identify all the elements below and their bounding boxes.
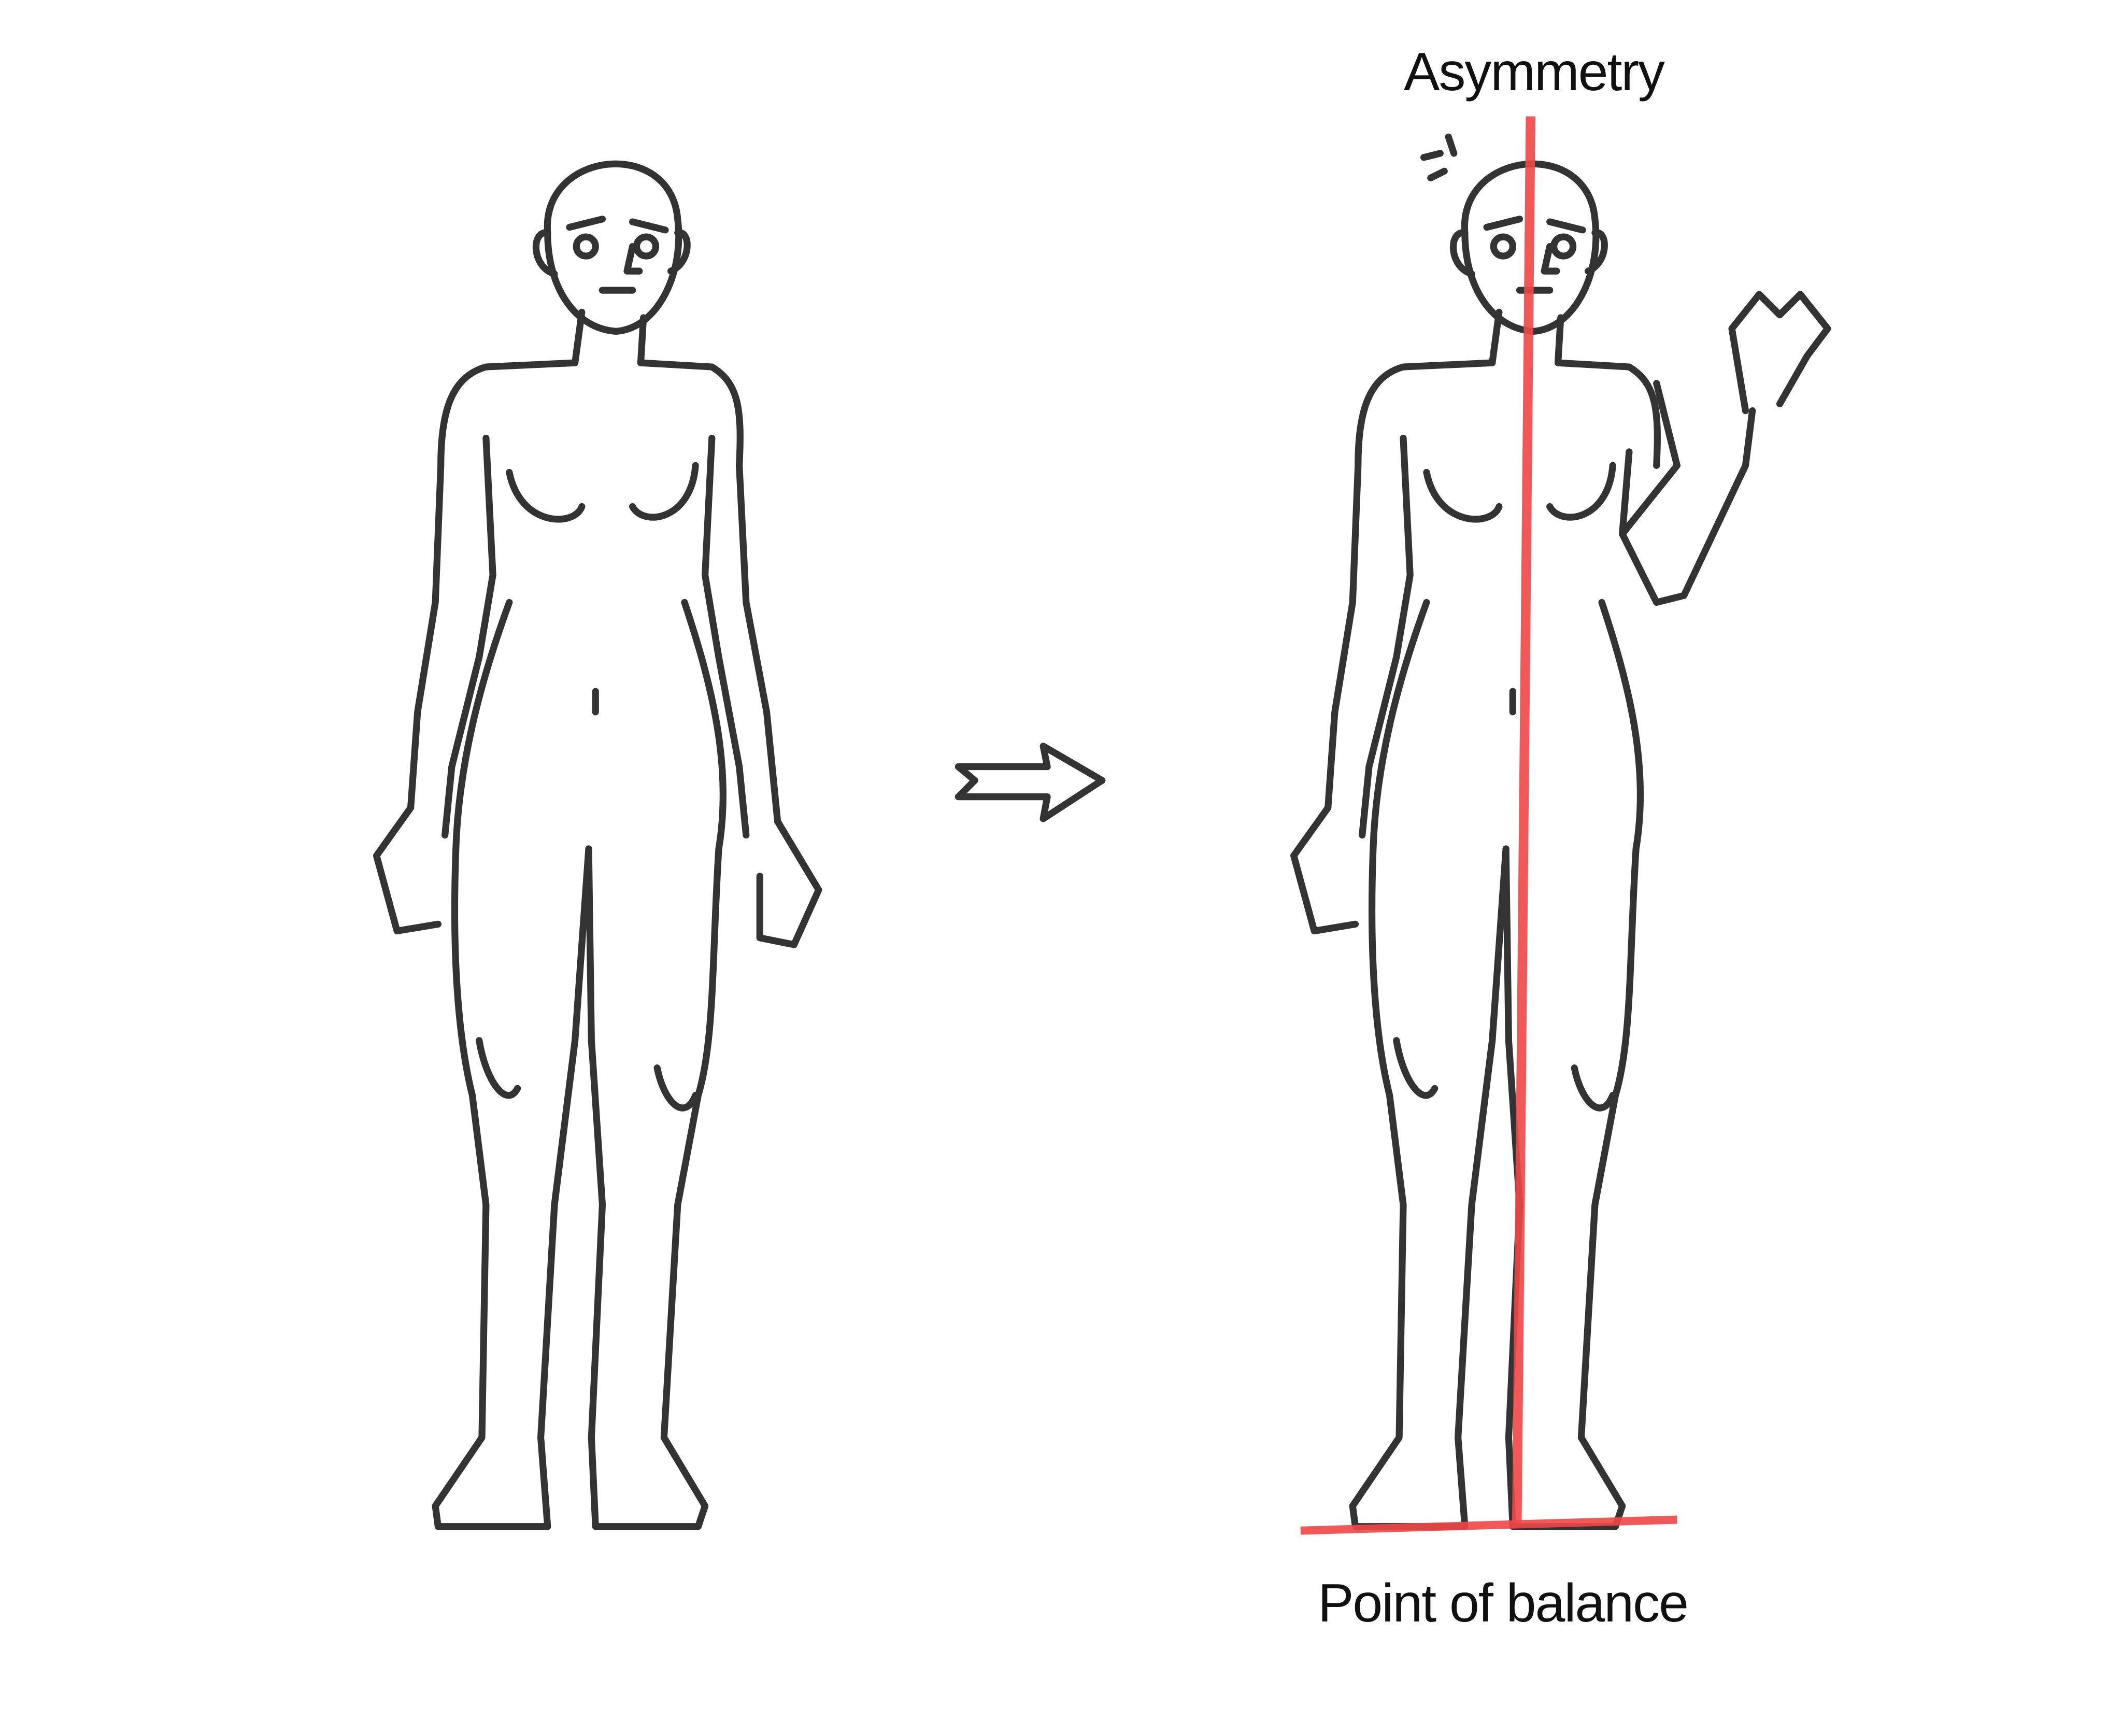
balance-guides (1300, 116, 1677, 1535)
point-of-balance-label: Point of balance (1318, 1573, 1689, 1633)
symmetric-figure (377, 164, 819, 1527)
asymmetry-label: Asymmetry (1404, 42, 1665, 102)
arrow-right-icon (955, 743, 1106, 822)
asymmetric-figure (1294, 133, 1831, 1527)
ground-line (1300, 1515, 1677, 1535)
center-of-gravity-line (1512, 116, 1535, 1522)
